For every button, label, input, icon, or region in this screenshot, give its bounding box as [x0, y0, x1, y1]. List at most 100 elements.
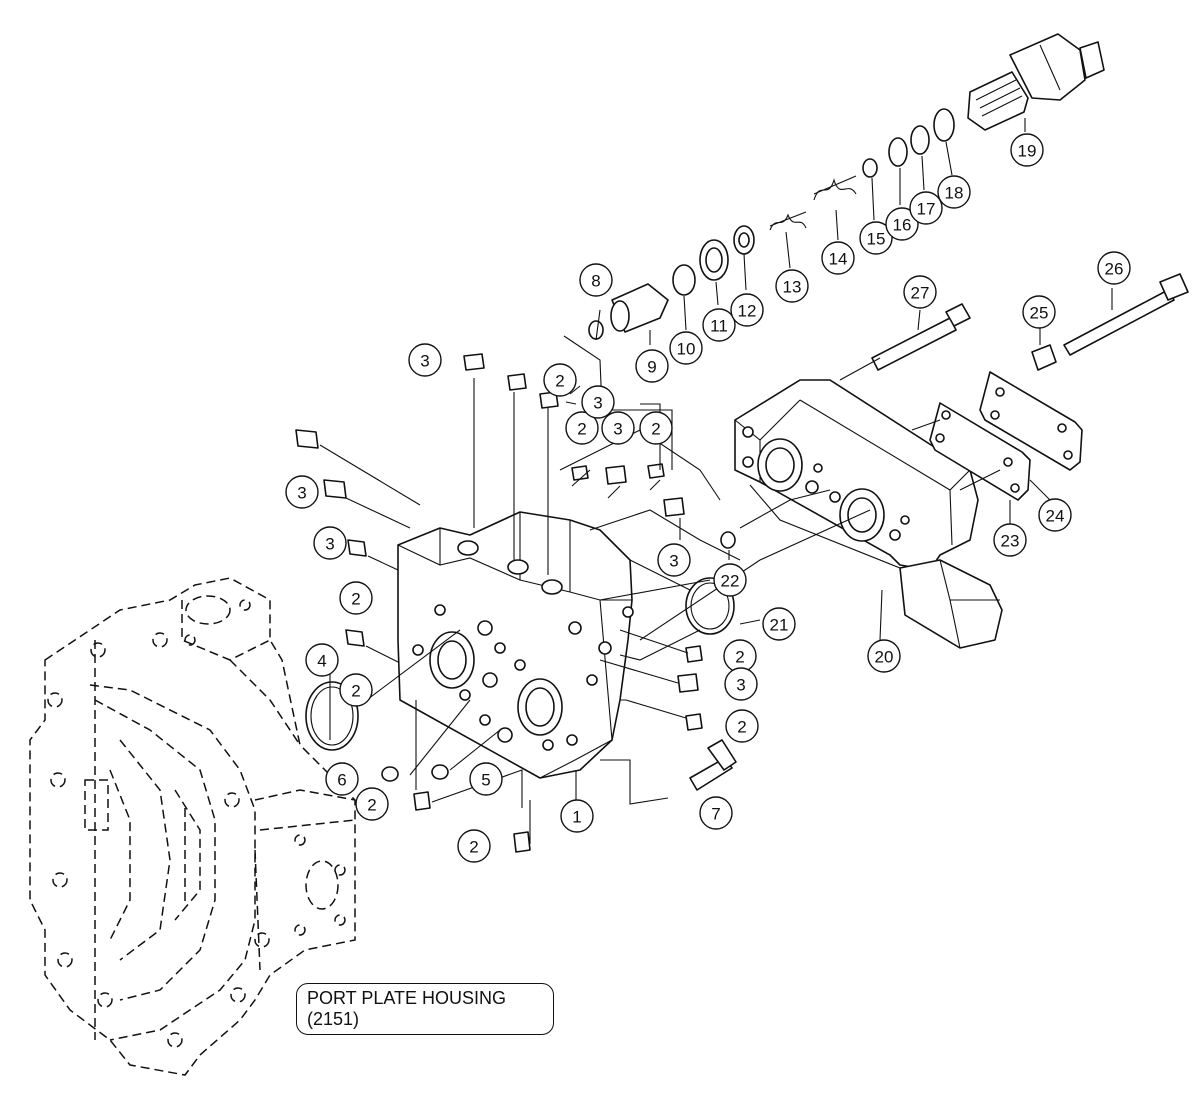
callout-number: 25 [1030, 304, 1049, 323]
callout-number: 18 [945, 184, 964, 203]
reference-label-title: PORT PLATE HOUSING [307, 988, 507, 1008]
callout-c26: 26 [1097, 251, 1131, 285]
callout-number: 2 [651, 420, 660, 439]
callout-number: 2 [577, 420, 586, 439]
callout-circle [909, 191, 943, 225]
callout-c24: 24 [1038, 498, 1072, 532]
callout-c2d: 2 [339, 581, 373, 615]
callout-number: 3 [297, 484, 306, 503]
leader-lines [319, 118, 1113, 844]
callout-number: 27 [911, 284, 930, 303]
callout-circle [937, 175, 971, 209]
callout-circle [457, 829, 491, 863]
callout-circle [993, 523, 1027, 557]
callout-c3g: 3 [724, 667, 758, 701]
callout-c16: 16 [885, 207, 919, 241]
callout-c19: 19 [1010, 133, 1044, 167]
callout-c1: 1 [560, 799, 594, 833]
callout-circle [859, 221, 893, 255]
callout-circle [339, 581, 373, 615]
callout-number: 2 [469, 838, 478, 857]
callout-c2a: 2 [543, 363, 577, 397]
callout-circle [581, 385, 615, 419]
callout-number: 9 [647, 358, 656, 377]
callout-c2i: 2 [457, 829, 491, 863]
callout-circle [657, 543, 691, 577]
callout-c12: 12 [730, 293, 764, 327]
callout-circle [1038, 498, 1072, 532]
callout-c9: 9 [635, 349, 669, 383]
callout-c2c: 2 [639, 411, 673, 445]
callout-c21: 21 [762, 607, 796, 641]
callout-c3e: 3 [313, 526, 347, 560]
callout-number: 3 [613, 420, 622, 439]
callout-number: 2 [351, 682, 360, 701]
callout-number: 16 [893, 216, 912, 235]
callout-number: 22 [721, 572, 740, 591]
valve-block [734, 379, 1003, 649]
callout-circle [543, 363, 577, 397]
callout-c8: 8 [579, 263, 613, 297]
callout-c2h: 2 [355, 787, 389, 821]
callout-circle [1010, 133, 1044, 167]
callout-number: 19 [1018, 142, 1037, 161]
callout-number: 26 [1105, 260, 1124, 279]
callout-circle [355, 787, 389, 821]
callout-circle [635, 349, 669, 383]
callout-number: 12 [738, 302, 757, 321]
callout-number: 2 [737, 718, 746, 737]
callout-c2b: 2 [565, 411, 599, 445]
callout-c10: 10 [669, 331, 703, 365]
callout-circle [885, 207, 919, 241]
callout-circle [408, 343, 442, 377]
valve-body [397, 511, 634, 779]
callout-c3b: 3 [581, 385, 615, 419]
callout-number: 2 [351, 590, 360, 609]
callout-c18: 18 [937, 175, 971, 209]
plugs [295, 353, 703, 853]
callout-number: 11 [710, 317, 728, 336]
callout-number: 10 [677, 340, 696, 359]
callout-circle [339, 673, 373, 707]
bolts [689, 273, 1189, 791]
callout-number: 17 [917, 200, 936, 219]
callout-c13: 13 [775, 269, 809, 303]
callout-circle [313, 526, 347, 560]
callout-number: 4 [317, 652, 326, 671]
callout-circle [713, 563, 747, 597]
callout-number: 23 [1001, 532, 1020, 551]
callout-number: 3 [736, 676, 745, 695]
callout-circle [601, 411, 635, 445]
callout-circle [903, 275, 937, 309]
callout-number: 3 [593, 394, 602, 413]
callout-c14: 14 [821, 241, 855, 275]
port-plate-housing [29, 577, 356, 1076]
callout-circle [639, 411, 673, 445]
callout-circle [702, 308, 736, 342]
reference-label-box: PORT PLATE HOUSING (2151) [296, 983, 554, 1035]
callout-circle [285, 475, 319, 509]
callout-c4: 4 [305, 643, 339, 677]
reference-label-code: (2151) [307, 1009, 360, 1029]
callout-number: 14 [829, 250, 848, 269]
callout-number: 3 [325, 535, 334, 554]
callout-c25: 25 [1022, 295, 1056, 329]
callout-circle [699, 796, 733, 830]
callout-number: 24 [1046, 507, 1065, 526]
callout-c3d: 3 [285, 475, 319, 509]
callout-c2g: 2 [725, 709, 759, 743]
callout-number: 7 [711, 805, 720, 824]
callout-circle [725, 709, 759, 743]
callout-c6: 6 [325, 762, 359, 796]
callout-circle [1097, 251, 1131, 285]
callout-number: 3 [420, 352, 429, 371]
callout-number: 15 [867, 230, 886, 249]
callout-c3a: 3 [408, 343, 442, 377]
callout-circle [730, 293, 764, 327]
relief-valve-parts [588, 33, 1105, 340]
callout-circle [724, 667, 758, 701]
callout-number: 1 [572, 808, 581, 827]
